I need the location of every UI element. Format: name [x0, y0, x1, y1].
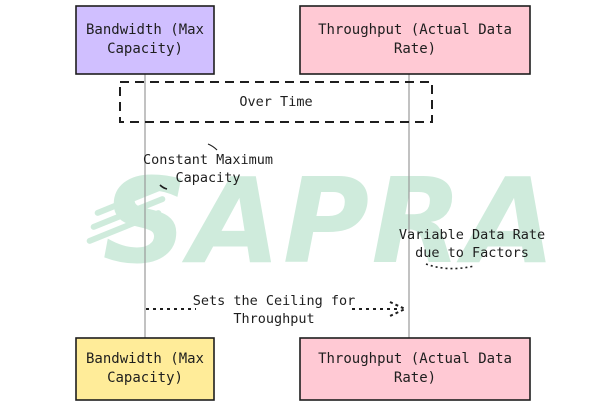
note-squiggle-left-bottom [159, 184, 168, 190]
over-time-frame [119, 81, 433, 123]
sapra-watermark-logo: SAPRA [86, 152, 558, 290]
over-time-label: Over Time [239, 94, 313, 110]
throughput-bottom-label: Throughput (Actual Data Rate) [318, 351, 512, 386]
bandwidth-bottom-box [75, 337, 215, 401]
bandwidth-top-label: Bandwidth (Max Capacity) [85, 22, 204, 57]
throughput-bottom-box [299, 337, 531, 401]
constant-capacity-note: Constant Maximum Capacity [142, 152, 274, 186]
ceiling-message-label: Sets the Ceiling for Throughput [192, 293, 356, 327]
variable-rate-note: Variable Data Rate due to Factors [398, 227, 546, 261]
throughput-top-box [299, 5, 531, 75]
svg-text:SAPRA: SAPRA [103, 152, 558, 290]
bandwidth-bottom-label: Bandwidth (Max Capacity) [85, 351, 204, 386]
message-arrowhead [389, 301, 408, 317]
note-squiggle-left-top [207, 143, 218, 151]
throughput-top-label: Throughput (Actual Data Rate) [318, 22, 512, 57]
bandwidth-top-box [75, 5, 215, 75]
